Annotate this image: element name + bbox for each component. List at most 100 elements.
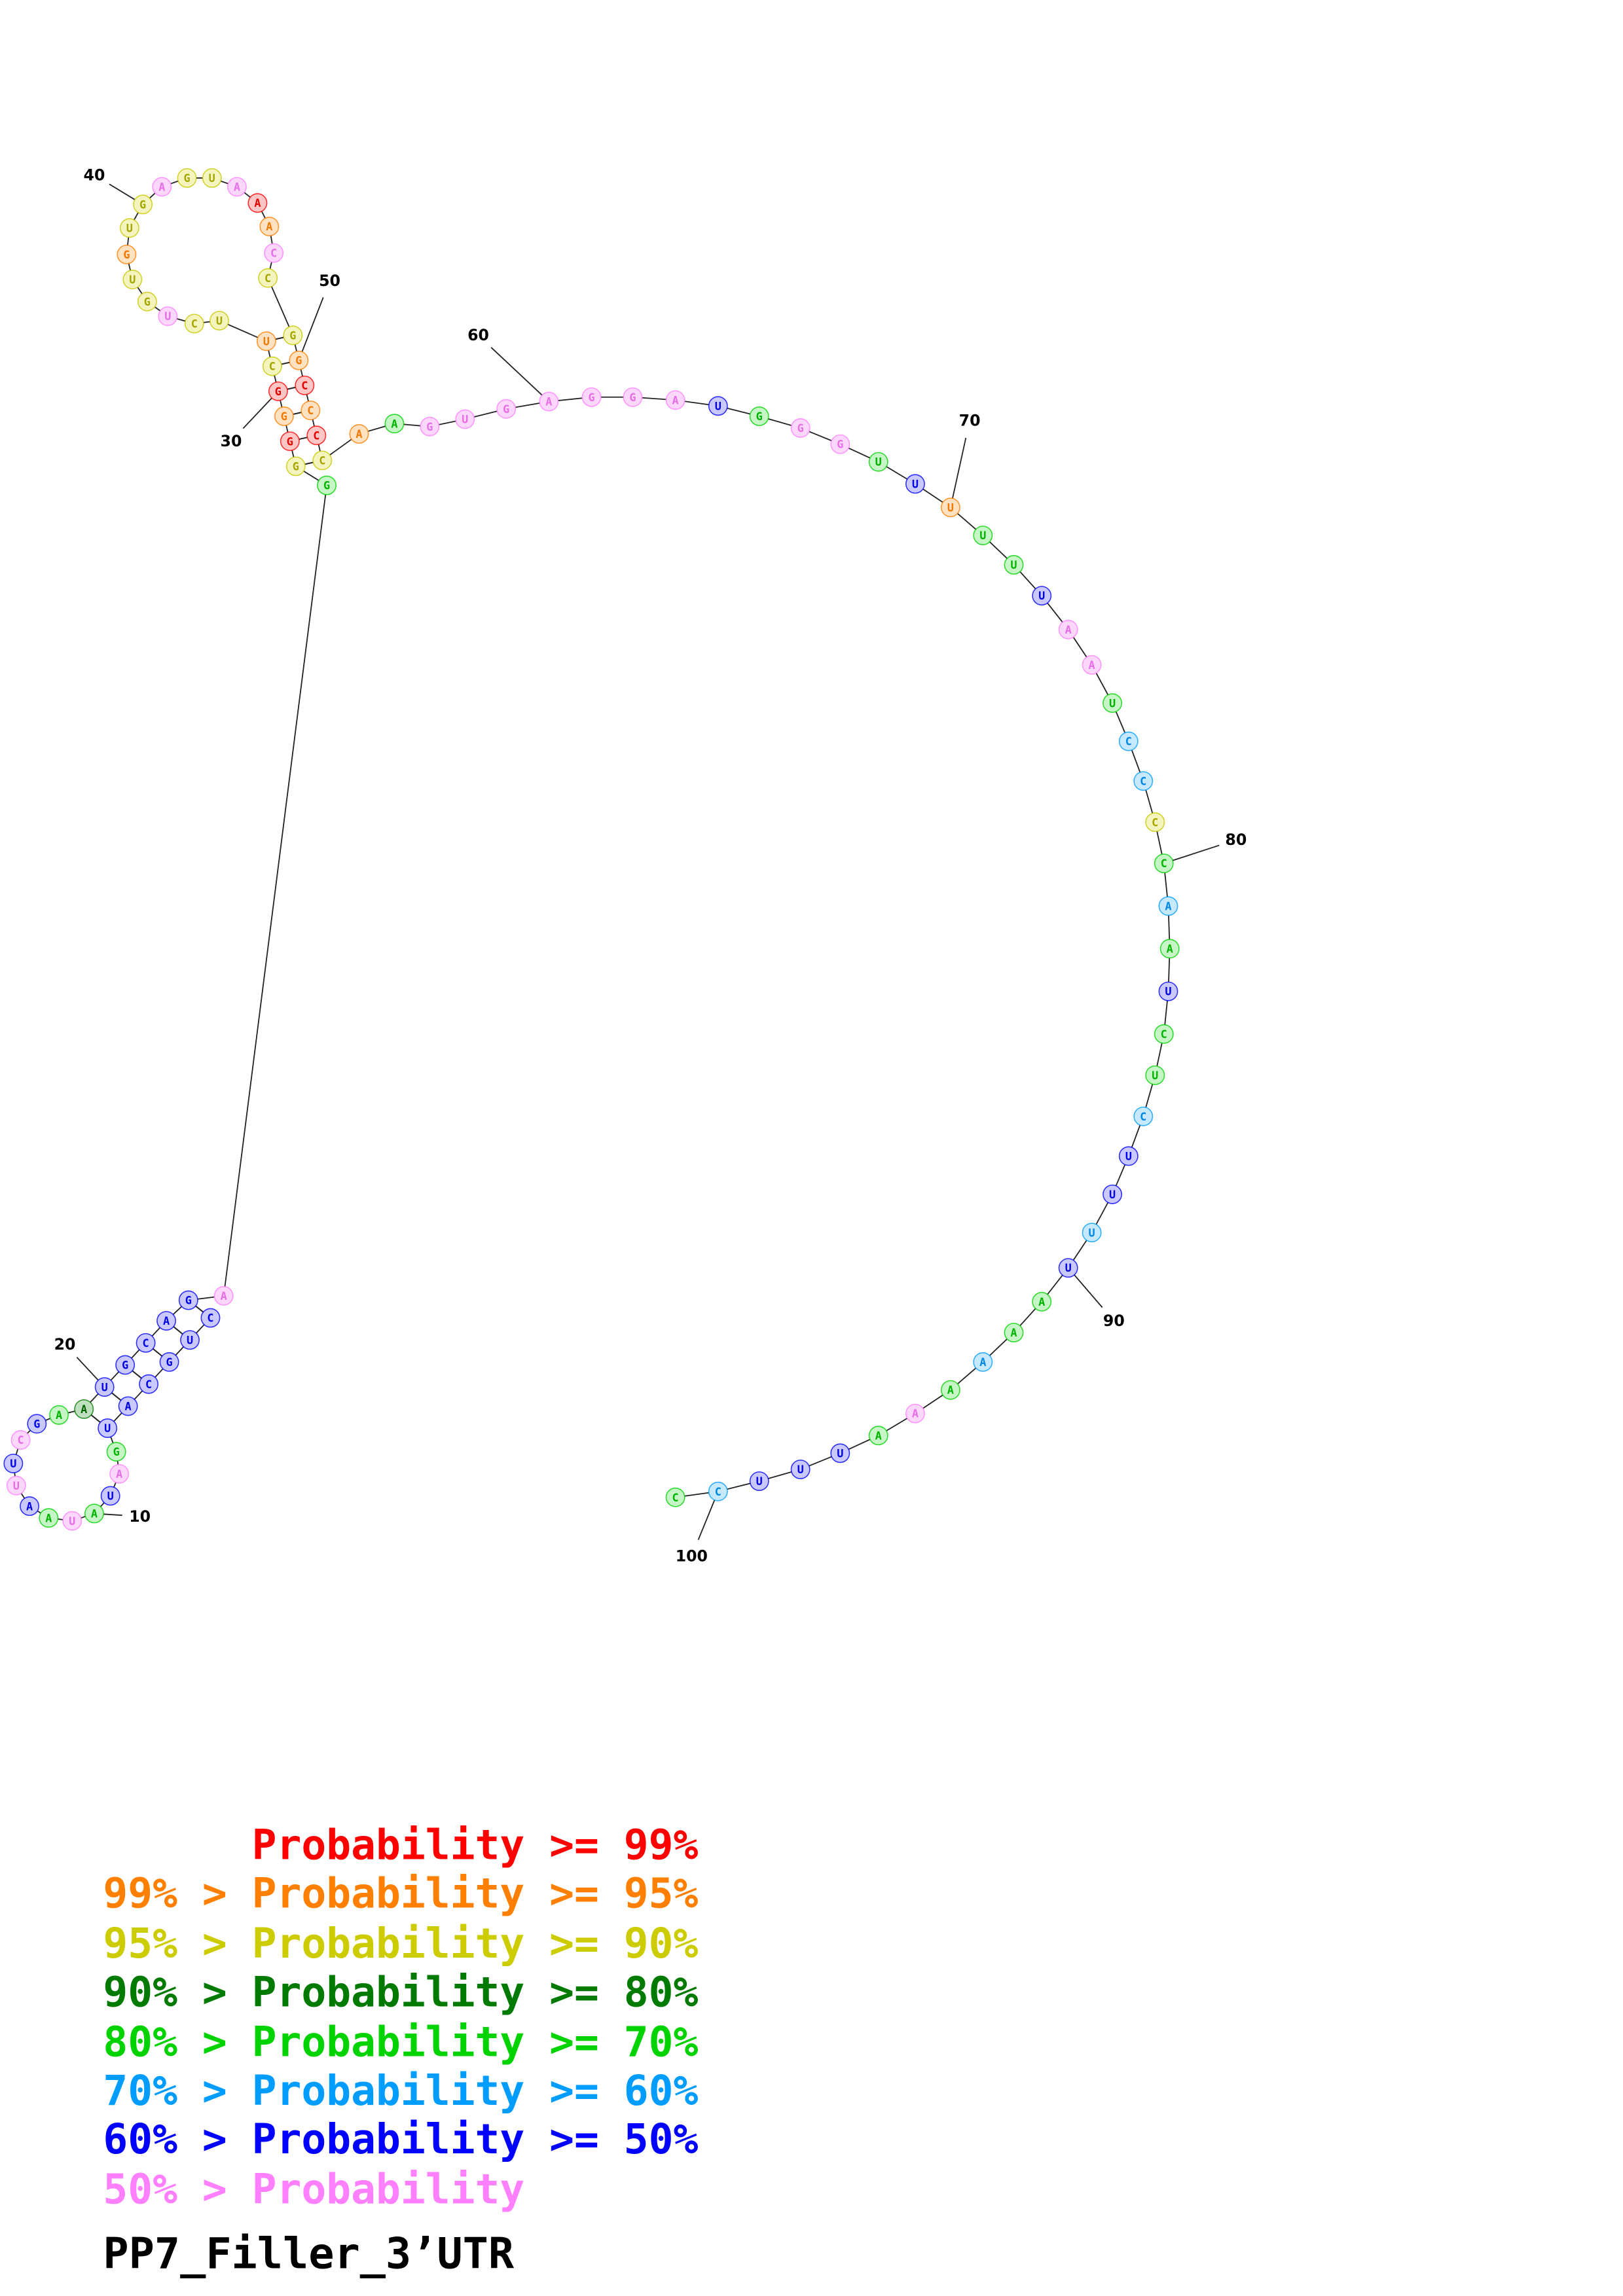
legend-line-p60: 70% > Probability >= 60% <box>103 2067 698 2115</box>
nucleotide <box>283 325 303 346</box>
nucleotide <box>100 1486 120 1506</box>
nucleotide-base: A <box>56 1408 62 1422</box>
position-tick <box>1171 844 1220 862</box>
legend-line-p80: 90% > Probability >= 80% <box>103 1968 698 2016</box>
nucleotide <box>6 1475 26 1496</box>
legend-line-p99: Probability >= 99% <box>103 1821 698 1869</box>
nucleotide <box>1103 693 1123 713</box>
nucleotide-base: G <box>183 171 190 185</box>
position-label: 70 <box>959 412 981 430</box>
nucleotide-base: A <box>979 1355 986 1369</box>
nucleotide <box>106 1442 126 1462</box>
nucleotide-base: U <box>1152 1069 1158 1082</box>
nucleotide <box>210 310 229 331</box>
nucleotide-base: A <box>91 1507 98 1520</box>
nucleotide <box>749 1471 769 1491</box>
nucleotide <box>118 1396 138 1416</box>
nucleotide-base: U <box>1038 589 1045 602</box>
nucleotide <box>268 381 288 401</box>
nucleotide-base: U <box>1125 1149 1132 1162</box>
nucleotide-base: U <box>1109 1188 1116 1201</box>
nucleotide <box>94 1377 115 1397</box>
nucleotide-base: C <box>1125 735 1132 748</box>
nucleotide <box>1118 1146 1139 1166</box>
nucleotide-base: U <box>837 1446 843 1460</box>
nucleotide <box>539 391 559 412</box>
position-label: 60 <box>467 326 489 344</box>
nucleotide <box>665 1487 685 1507</box>
nucleotide <box>227 177 247 197</box>
position-tick <box>490 347 544 397</box>
nucleotide <box>1103 1184 1123 1204</box>
nucleotide <box>1032 1291 1052 1312</box>
legend-line-p90: 95% > Probability >= 90% <box>103 1920 698 1967</box>
nucleotide-base: A <box>116 1467 122 1480</box>
nucleotide-base: A <box>1089 658 1095 672</box>
nucleotide-base: C <box>319 454 325 467</box>
nucleotide-base: G <box>426 420 433 433</box>
position-label: 20 <box>54 1335 76 1354</box>
nucleotide <box>280 431 300 452</box>
nucleotide-base: C <box>269 360 276 373</box>
nucleotide-base: A <box>45 1511 52 1524</box>
position-label: 10 <box>129 1507 151 1526</box>
nucleotide <box>247 193 268 213</box>
nucleotide <box>259 217 280 237</box>
nucleotide <box>1058 619 1078 639</box>
nucleotide-base: U <box>216 314 223 327</box>
nucleotide-base: C <box>1161 857 1167 870</box>
nucleotide <box>1154 853 1174 874</box>
nucleotide-base: U <box>947 501 954 514</box>
nucleotide-base: C <box>1161 1028 1167 1041</box>
nucleotide-base: A <box>947 1384 954 1397</box>
nucleotide-base: U <box>715 399 721 412</box>
nucleotide-base: A <box>163 1314 170 1327</box>
probability-legend: Probability >= 99% 99% > Probability >= … <box>103 1821 698 2279</box>
nucleotide <box>940 1380 960 1400</box>
nucleotide-base: U <box>263 334 270 348</box>
nucleotide-base: G <box>797 422 804 435</box>
nucleotide <box>1082 1223 1102 1243</box>
nucleotide <box>384 414 405 434</box>
nucleotide <box>262 356 282 376</box>
nucleotide-base: C <box>191 317 198 330</box>
position-tick <box>301 297 324 354</box>
nucleotide <box>312 450 333 471</box>
nucleotide-base: A <box>125 1399 132 1412</box>
nucleotide-base: C <box>1140 1110 1146 1123</box>
nucleotide-base: A <box>254 196 261 209</box>
nucleotide-base: G <box>837 438 843 451</box>
nucleotide-base: A <box>1167 942 1173 956</box>
nucleotide <box>905 1403 925 1424</box>
nucleotide-base: C <box>18 1433 24 1446</box>
nucleotide <box>1145 812 1165 833</box>
nucleotide-base: A <box>912 1407 919 1420</box>
nucleotide <box>1158 896 1178 916</box>
nucleotide <box>1032 586 1052 606</box>
nucleotide <box>39 1508 59 1528</box>
position-tick <box>101 1513 122 1516</box>
nucleotide <box>1133 771 1154 791</box>
nucleotide-base: A <box>391 417 397 430</box>
nucleotide-base: A <box>266 220 272 233</box>
nucleotide-base: U <box>13 1479 20 1492</box>
nucleotide <box>200 1308 221 1328</box>
nucleotide-base: C <box>313 429 319 442</box>
nucleotide <box>152 177 172 197</box>
nucleotide-base: G <box>275 385 282 398</box>
nucleotide-base: A <box>545 395 552 408</box>
nucleotide <box>139 1374 159 1394</box>
nucleotide <box>289 350 309 370</box>
nucleotide-base: U <box>1065 1261 1072 1274</box>
nucleotide-base: A <box>221 1289 227 1302</box>
nucleotide-base: G <box>323 479 330 492</box>
nucleotide <box>1145 1065 1165 1085</box>
nucleotide-base: C <box>207 1312 213 1325</box>
plot-title: PP7_Filler_3’UTR <box>103 2229 514 2278</box>
nucleotide <box>317 475 337 495</box>
nucleotide <box>117 244 137 264</box>
nucleotide <box>177 168 197 188</box>
nucleotide-base: G <box>588 391 594 404</box>
nucleotide-base: A <box>158 180 165 193</box>
